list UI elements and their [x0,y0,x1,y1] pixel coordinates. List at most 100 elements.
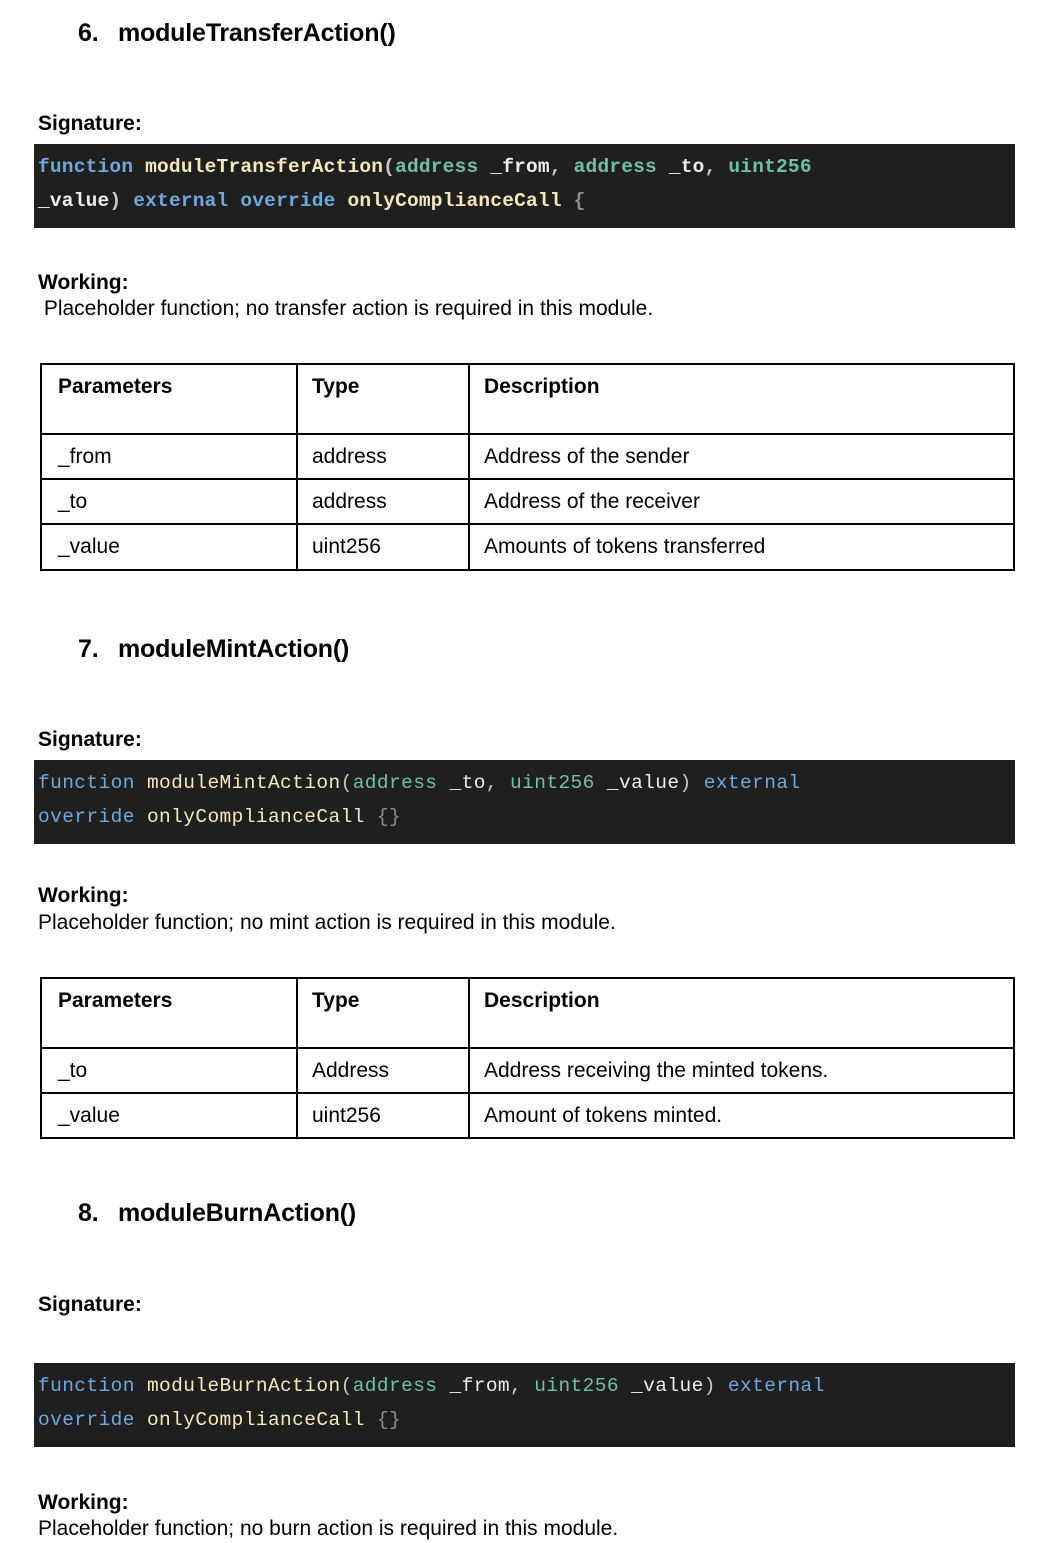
code-token-kw: function [38,772,135,795]
cell-parameter-description: Address receiving the minted tokens. [468,1046,1015,1094]
working-label-7: Working: [38,884,129,908]
cell-parameter-name: _to [40,478,298,526]
code-token-fn: moduleTransferAction [145,155,384,178]
code-token-punct: ( [340,1374,353,1397]
working-label-6: Working: [38,270,129,294]
code-token-brace: { [573,189,586,212]
code-token-punct: ( [340,772,353,795]
code-line: override onlyComplianceCall {} [38,1403,1015,1437]
cell-parameter-name: _value [40,523,298,571]
spacer [0,1447,1050,1490]
header-description: Description [468,362,1015,436]
code-token-type: address [352,772,438,795]
code-token-var: _to [668,155,705,178]
code-token-mod: external [703,772,801,795]
code-token-mdfr: onlyComplianceCall [146,1408,365,1431]
spacer [0,1318,1050,1363]
code-token-punct [595,772,607,794]
code-token-punct [135,1409,147,1431]
code-token-fn: moduleBurnAction [146,1374,341,1397]
spacer [0,0,1050,18]
code-token-var: _value [38,189,110,212]
code-token-var: _from [449,1374,511,1397]
code-block-7: function moduleMintAction(address _to, u… [34,760,1015,845]
code-token-punct [228,190,240,212]
code-token-punct: ) [109,189,134,212]
code-token-punct: ( [383,155,396,178]
section-heading-6: 6. moduleTransferAction() [0,18,1050,49]
working-text-7: Placeholder function; no mint action is … [38,910,616,934]
code-token-punct [562,190,574,212]
code-token-mdfr: onlyComplianceCall [347,189,562,212]
code-token-fn: moduleMintAction [146,772,341,795]
spacer [0,844,1050,883]
code-token-var: _value [631,1374,704,1397]
cell-parameter-name: _from [40,433,298,481]
code-block-6: function moduleTransferAction(address _f… [34,143,1015,228]
code-token-punct [365,806,377,828]
code-token-type: address [395,155,479,178]
spacer [0,571,1050,634]
spacer [0,1229,1050,1292]
code-block-8: function moduleBurnAction(address _from,… [34,1362,1015,1447]
header-type: Type [296,976,470,1049]
code-token-mod: external [133,189,229,212]
header-parameters: Parameters [40,976,298,1049]
code-token-punct: , [485,772,511,795]
code-token-type: uint256 [510,772,595,795]
code-token-type: uint256 [728,155,812,178]
spacer [0,1139,1050,1198]
section-heading-7: 7. moduleMintAction() [0,634,1050,665]
code-token-mdfr: onlyComplianceCall [146,806,365,829]
code-token-brace: {} [376,806,402,829]
code-token-punct [437,772,449,794]
code-token-type: address [573,155,657,178]
code-token-punct [478,156,490,178]
code-token-punct: , [704,155,729,178]
spacer [0,323,1050,363]
header-type: Type [296,362,470,436]
spacer [0,664,1050,727]
signature-label-8: Signature: [38,1292,142,1316]
section-number: 7. [78,634,99,663]
code-token-punct [619,1375,631,1397]
code-line: function moduleTransferAction(address _f… [38,150,1015,184]
code-token-punct [657,156,669,178]
code-token-punct [437,1375,449,1397]
cell-parameter-description: Address of the sender [468,433,1015,481]
working-label-8: Working: [38,1490,129,1514]
code-token-punct [135,806,147,828]
code-token-punct: , [549,155,574,178]
cell-parameter-type: address [296,433,470,481]
code-token-punct [135,772,147,794]
code-token-punct: , [510,1374,535,1397]
cell-parameter-name: _value [40,1091,298,1140]
code-token-mod: override [240,189,336,212]
code-token-mod: override [38,806,135,829]
code-token-var: _from [490,155,550,178]
code-token-punct [135,1375,147,1397]
signature-label-6: Signature: [38,111,142,135]
header-parameters: Parameters [40,362,298,436]
section-number: 6. [78,19,99,47]
spacer [0,49,1050,111]
spacer [0,753,1050,760]
code-token-mod: override [38,1408,135,1431]
section-title: moduleTransferAction() [118,19,396,47]
signature-label-7: Signature: [38,728,142,752]
cell-parameter-type: address [296,478,470,526]
code-token-var: _to [449,772,486,795]
section-heading-8: 8. moduleBurnAction() [0,1198,1050,1229]
cell-parameter-type: uint256 [296,1091,470,1140]
code-token-type: address [352,1374,438,1397]
code-line: function moduleMintAction(address _to, u… [38,766,1015,800]
code-line: function moduleBurnAction(address _from,… [38,1369,1015,1403]
spacer [0,228,1050,270]
